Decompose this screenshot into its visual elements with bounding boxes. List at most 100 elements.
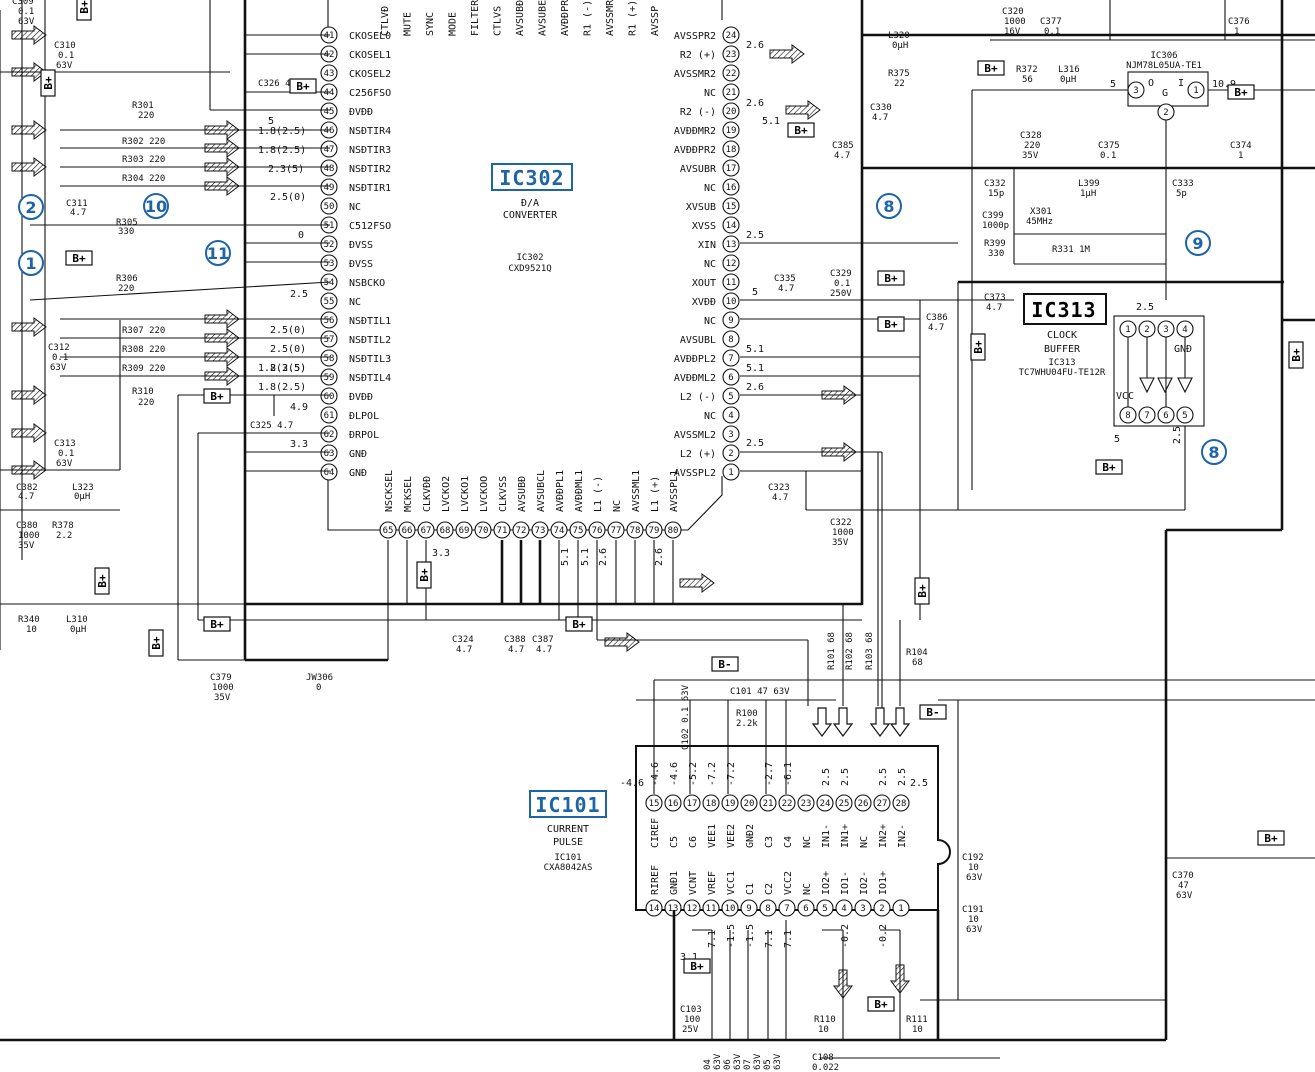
ic302-pin-name-62: ÐRPOL bbox=[349, 430, 379, 441]
ic302-pin-68-number: 68 bbox=[440, 526, 451, 536]
bplus-flag-4-box bbox=[565, 616, 593, 632]
ic302-pin-50-number: 50 bbox=[324, 202, 335, 212]
component-c382v: 4.7 bbox=[18, 492, 34, 502]
component-r375: R375 bbox=[888, 69, 910, 79]
ic302-pin-name-12: NC bbox=[704, 259, 716, 270]
bplus-flag-4-label: B+ bbox=[572, 618, 586, 631]
ic302-pin-65: 65 bbox=[379, 521, 397, 539]
ic302-pin-64-circle bbox=[320, 463, 338, 481]
component-c324: C324 bbox=[452, 635, 474, 645]
marker-6-circle bbox=[205, 240, 231, 266]
bplus-flag-15: B+ bbox=[76, 0, 92, 21]
ic302-pin-70: 70 bbox=[474, 521, 492, 539]
ic302-pin-7: 7 bbox=[722, 349, 740, 367]
ic101-part-ref: IC101 bbox=[554, 853, 581, 863]
ic302-top-name-1: MUTE bbox=[403, 12, 414, 36]
ic302-pin-55-number: 55 bbox=[324, 297, 335, 307]
ic302-pin-56-circle bbox=[320, 311, 338, 329]
ic101-pin-20: 20 bbox=[740, 794, 758, 812]
ic302-pin-77-circle bbox=[607, 521, 625, 539]
marker-4-label: 9 bbox=[1192, 234, 1203, 253]
ic302-pin-61-number: 61 bbox=[324, 411, 335, 421]
ic302-pin-2-circle bbox=[722, 444, 740, 462]
ic101-pin-b10-circle bbox=[721, 899, 739, 917]
ic306-v-in: 10.9 bbox=[1212, 79, 1236, 90]
ic302-pin-23: 23 bbox=[722, 45, 740, 63]
marker-5-label: 10 bbox=[145, 197, 167, 216]
ic101-pin-volt-b4: -0.2 bbox=[840, 924, 851, 948]
voltage-left-10: 1.8(2.5) bbox=[258, 363, 306, 374]
ic302-pin-76-number: 76 bbox=[592, 526, 603, 536]
voltage-left-2: 1.8(2.5) bbox=[258, 145, 306, 156]
ic101-pin-18-number: 18 bbox=[706, 799, 717, 809]
component-c377: C377 bbox=[1040, 17, 1062, 27]
ic101-pin-name-17: C6 bbox=[688, 836, 699, 848]
ic302-pin-71: 71 bbox=[493, 521, 511, 539]
component-r101: R101 68 bbox=[827, 632, 837, 670]
ic101-pin-b7-number: 7 bbox=[784, 904, 789, 914]
ic306-v-out: 5 bbox=[1110, 79, 1116, 90]
ic302-pin-16: 16 bbox=[722, 178, 740, 196]
ic313-pin-4-number: 4 bbox=[1182, 325, 1187, 335]
marker-2-label: 8 bbox=[883, 197, 894, 216]
bplus-flag-5-label: B+ bbox=[794, 124, 808, 137]
ic101-pin-b6: 6 bbox=[797, 899, 815, 917]
component-r310v: 220 bbox=[138, 398, 154, 408]
ic302-pin-61-circle bbox=[320, 406, 338, 424]
component-r111v: 10 bbox=[912, 1025, 923, 1035]
ic302-top-name-8: AVÐÐPR bbox=[560, 0, 571, 36]
component-r100v: 2.2k bbox=[736, 719, 758, 729]
ic302-pin-name-14: XVSS bbox=[692, 221, 716, 232]
ic101-pin-b8-number: 8 bbox=[765, 904, 770, 914]
ic313-pin-5-circle bbox=[1176, 406, 1194, 424]
component-l310: L310 bbox=[66, 615, 88, 625]
bplus-flag-13-label: B+ bbox=[690, 960, 704, 973]
component-c312: C312 bbox=[48, 343, 70, 353]
ic302-pin-3-circle bbox=[722, 425, 740, 443]
bplus-flag-10-label: B+ bbox=[1102, 461, 1116, 474]
ic302-pin-49: 49 bbox=[320, 178, 338, 196]
ic101-pin-b1-number: 1 bbox=[898, 904, 903, 914]
ic302-top-name-5: CTLVS bbox=[493, 6, 504, 36]
ic101-pin-name-b13: GNÐ1 bbox=[669, 871, 680, 895]
ic101-pin-23-number: 23 bbox=[801, 799, 812, 809]
ic302-pin-71-circle bbox=[493, 521, 511, 539]
ic101-pin-27: 27 bbox=[873, 794, 891, 812]
ic302-pin-47: 47 bbox=[320, 140, 338, 158]
component-c310: C310 bbox=[54, 41, 76, 51]
voltage-left-9: 2.3(5) bbox=[270, 363, 306, 374]
component-c373v: 4.7 bbox=[986, 303, 1002, 313]
ic101-pin-b2: 2 bbox=[873, 899, 891, 917]
ic302-pin-58-number: 58 bbox=[324, 354, 335, 364]
ic101-pin-b13-number: 13 bbox=[668, 904, 679, 914]
ic313-func2: BUFFER bbox=[1044, 344, 1081, 355]
ic302-pin-65-circle bbox=[379, 521, 397, 539]
marker-1-label: 2 bbox=[25, 198, 36, 217]
component-c311v: 4.7 bbox=[70, 208, 86, 218]
ic302-pin-name-54: NSBCKO bbox=[349, 278, 385, 289]
ic302-pin-74: 74 bbox=[550, 521, 568, 539]
ic302-pin-5-number: 5 bbox=[728, 392, 733, 402]
ic302-pin-69: 69 bbox=[455, 521, 473, 539]
bplus-flag-17-box bbox=[148, 629, 164, 657]
voltage-right-6: 5.1 bbox=[746, 363, 764, 374]
marker-0: 1 bbox=[18, 250, 44, 276]
ic302-pin-53-circle bbox=[320, 254, 338, 272]
ic302-pin-68: 68 bbox=[436, 521, 454, 539]
bplus-flag-0-label: B+ bbox=[296, 80, 310, 93]
component-r399: R399 bbox=[984, 239, 1006, 249]
ic101-pin-b3: 3 bbox=[854, 899, 872, 917]
component-r340v: 10 bbox=[26, 625, 37, 635]
marker-2: 8 bbox=[876, 193, 902, 219]
ic101-pin-name-b9: C1 bbox=[745, 883, 756, 895]
ic101-pin-name-b5: IO2+ bbox=[821, 871, 832, 895]
bplus-flag-9-box bbox=[1227, 84, 1255, 100]
voltage-right-7: 2.6 bbox=[746, 382, 764, 393]
component-r304: R304 220 bbox=[122, 174, 165, 184]
voltage-left-3: 2.3(5) bbox=[268, 164, 304, 175]
component-c311: C311 bbox=[66, 199, 88, 209]
ic101-pin-22: 22 bbox=[778, 794, 796, 812]
ic302-pin-name-74: AVÐÐPL1 bbox=[555, 470, 566, 512]
ic101-pin-b11: 11 bbox=[702, 899, 720, 917]
